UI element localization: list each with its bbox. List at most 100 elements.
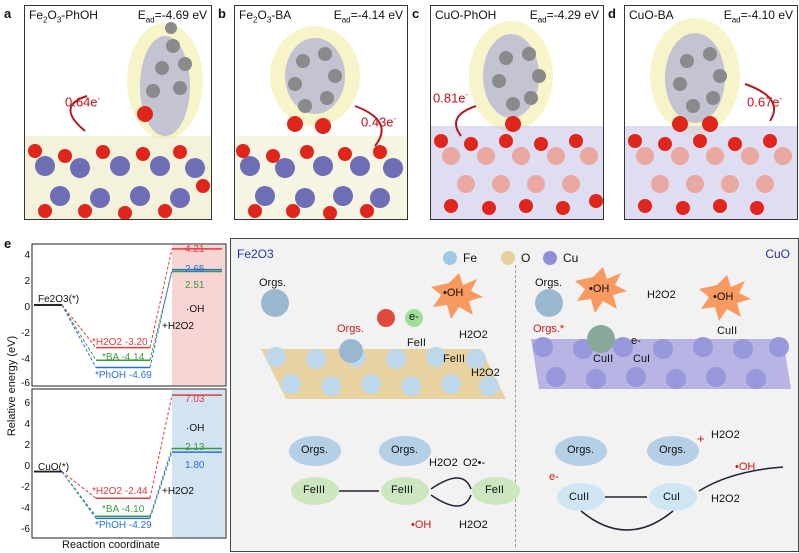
panel-c-charge-transfer: 0.81e- (433, 90, 469, 106)
h2o2-left-bottom: H2O2 (471, 367, 500, 379)
top-phoh-label: *PhOH -4.69 (95, 370, 152, 381)
energy-connector (149, 271, 173, 361)
top-product-band (172, 245, 225, 385)
bottom-plus-h2o2: +H2O2 (162, 486, 194, 497)
bottom-h2o2-label: *H2O2 -2.44 (92, 486, 148, 497)
top-value-2: 2.65 (185, 264, 205, 275)
bottom-ba-label: *BA -4.10 (102, 504, 145, 515)
orgs-label-red: Orgs. (337, 323, 364, 335)
bottom-value-1: 7.03 (185, 394, 205, 405)
orgs-node-2: Orgs. (391, 444, 418, 456)
energy-connector (149, 248, 173, 348)
energy-connector (149, 395, 173, 499)
legend-fe (443, 251, 457, 265)
top-plus-h2o2: +H2O2 (162, 321, 194, 332)
top-tick-label: 0 (24, 302, 30, 313)
h2o2-cycle-left: H2O2 (429, 457, 458, 469)
panel-d-structure-image (625, 18, 797, 219)
top-plot-frame (31, 243, 227, 387)
cu-i-slab: CuI (633, 353, 651, 365)
fe-ii-node: FeII (485, 484, 504, 496)
panel-a-structure-image (25, 22, 211, 219)
energy-connector (61, 471, 97, 517)
legend-cu-label: Cu (563, 251, 579, 265)
fe-iii-node-1: FeIII (303, 484, 326, 496)
fe-iii-left: FeIII (443, 353, 466, 365)
panel-c-adsorption-energy: Ead=-4.29 eV (529, 8, 599, 25)
orgs-label-left: Orgs. (259, 277, 286, 289)
bottom-tick-label: 4 (24, 419, 30, 430)
top-tick-label: 4 (24, 250, 30, 261)
energy-connector (149, 269, 173, 368)
legend-o (501, 251, 515, 265)
top-ba-label: *BA -4.14 (102, 352, 145, 363)
panel-a-simulation: Fe2O3-PhOH Ead=-4.69 eV 0.64e- (24, 5, 212, 220)
bottom-product-band (172, 390, 225, 537)
top-h2o2-label: *H2O2 -3.20 (92, 337, 148, 348)
orgs-label-right: Orgs. (535, 277, 562, 289)
top-tick-label: -6 (21, 378, 30, 389)
h2o2-right-cycle-top: H2O2 (711, 429, 740, 441)
h2o2-right-cycle-bottom: H2O2 (711, 493, 740, 505)
energy-connector (61, 304, 97, 361)
energy-connector (61, 304, 97, 368)
panel-b-structure-image (235, 26, 407, 219)
panel-b-charge-transfer: 0.43e- (361, 114, 397, 130)
plus-sign: + (697, 431, 705, 446)
bottom-tick-label: -2 (21, 482, 30, 493)
panel-d-adsorption-energy: Ead=-4.10 eV (723, 8, 793, 25)
panel-c-letter: c (412, 6, 420, 21)
cu-ii-slab: CuII (593, 353, 614, 365)
panel-b-simulation: Fe2O3-BA Ead=-4.14 eV 0.43e- (234, 5, 408, 220)
bottom-value-3: 1.80 (185, 460, 205, 471)
panel-d-letter: d (608, 6, 616, 21)
energy-connector (61, 304, 97, 348)
legend-cu (543, 251, 557, 265)
panel-divider (515, 265, 516, 547)
panel-e-xlabel: Reaction coordinate (62, 539, 160, 551)
electron-right: e- (631, 335, 641, 347)
top-value-3: 2.51 (185, 280, 205, 291)
top-oh-label: ·OH (186, 304, 205, 315)
fe-ii-left: FeII (407, 337, 426, 349)
o2-radical: O2•- (463, 457, 486, 469)
panel-b-adsorption-energy: Ead=-4.14 eV (333, 8, 403, 25)
panel-d-charge-transfer: 0.67e- (747, 94, 783, 110)
orgs-star-label: Orgs.* (533, 323, 565, 335)
top-tick-label: -4 (21, 354, 30, 365)
oh-left: •OH (443, 287, 464, 299)
bottom-tick-label: 6 (24, 398, 30, 409)
top-tick-label: -2 (21, 328, 30, 339)
bottom-oh-label: ·OH (186, 423, 205, 434)
h2o2-right-top: H2O2 (647, 289, 676, 301)
bottom-initial-state: CuO(*) (38, 462, 70, 473)
oh-cycle-left: •OH (411, 519, 432, 531)
panel-c-system-label: CuO-PhOH (435, 8, 497, 22)
top-tick-label: 2 (24, 276, 30, 287)
bottom-tick-label: 2 (24, 440, 30, 451)
energy-connector (149, 448, 173, 517)
bottom-value-2: 2.13 (185, 442, 205, 453)
orgs-node-1: Orgs. (301, 444, 328, 456)
fe2o3-title: Fe2O3 (237, 247, 274, 261)
panel-a-letter: a (4, 6, 12, 21)
electron-cycle-right: e- (549, 471, 559, 483)
orgs-node-4: Orgs. (659, 444, 686, 456)
oh-right-1: •OH (589, 283, 610, 295)
panel-b-letter: b (218, 6, 226, 21)
panel-a-system-label: Fe2O3-PhOH (29, 8, 98, 25)
panel-d-system-label: CuO-BA (629, 8, 674, 22)
energy-connector (61, 471, 97, 519)
cuo-title: CuO (765, 247, 790, 261)
panel-a-charge-transfer: 0.64e- (65, 94, 101, 110)
panel-c-simulation: CuO-PhOH Ead=-4.29 eV 0.81e- (430, 5, 604, 220)
top-value-1: 4.21 (185, 244, 205, 255)
bottom-tick-label: -4 (21, 503, 30, 514)
panel-d-simulation: CuO-BA Ead=-4.10 eV 0.67e- (624, 5, 798, 220)
h2o2-left-top: H2O2 (459, 329, 488, 341)
oh-right-2: •OH (713, 291, 734, 303)
legend-o-label: O (521, 251, 531, 265)
energy-connector (61, 471, 97, 499)
top-initial-state: Fe2O3(*) (38, 294, 80, 305)
